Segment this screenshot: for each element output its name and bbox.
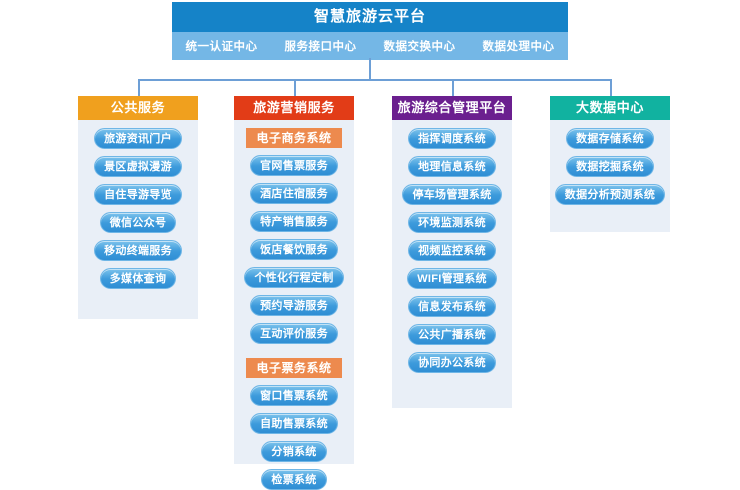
column-header-3[interactable]: 旅游综合管理平台 [392, 96, 512, 120]
connector-drop-col1 [138, 79, 140, 97]
module-pill[interactable]: 视频监控系统 [408, 240, 496, 261]
module-pill[interactable]: 预约导游服务 [250, 295, 338, 316]
group-header[interactable]: 电子票务系统 [246, 358, 342, 378]
architecture-diagram: 智慧旅游云平台 统一认证中心 服务接口中心 数据交换中心 数据处理中心 公共服务… [78, 2, 670, 490]
group-header[interactable]: 电子商务系统 [246, 128, 342, 148]
module-pill[interactable]: 多媒体查询 [99, 268, 177, 289]
subbar-item-0[interactable]: 统一认证中心 [185, 41, 258, 53]
module-pill[interactable]: 窗口售票系统 [250, 385, 338, 406]
column-body-4: 数据存储系统数据挖掘系统数据分析预测系统 [550, 120, 670, 232]
module-pill[interactable]: 检票系统 [261, 469, 327, 490]
platform-header: 智慧旅游云平台 统一认证中心 服务接口中心 数据交换中心 数据处理中心 [172, 2, 568, 60]
connector-drop-col3 [452, 79, 454, 97]
column-body-1: 旅游资讯门户景区虚拟漫游自住导游导览微信公众号移动终端服务多媒体查询 [78, 120, 198, 319]
module-pill[interactable]: 酒店住宿服务 [250, 183, 338, 204]
connector-horizontal-bus [138, 79, 612, 81]
column-3: 旅游综合管理平台指挥调度系统地理信息系统停车场管理系统环境监测系统视频监控系统 W… [392, 96, 512, 408]
platform-subbar: 统一认证中心 服务接口中心 数据交换中心 数据处理中心 [172, 32, 568, 60]
column-header-1[interactable]: 公共服务 [78, 96, 198, 120]
module-pill[interactable]: 自助售票系统 [250, 413, 338, 434]
module-pill[interactable]: 分销系统 [261, 441, 327, 462]
subbar-item-1[interactable]: 服务接口中心 [284, 41, 357, 53]
module-pill[interactable]: 数据存储系统 [566, 128, 654, 149]
connector-drop-col2 [294, 79, 296, 97]
column-body-3: 指挥调度系统地理信息系统停车场管理系统环境监测系统视频监控系统 WIFI管理系统信… [392, 120, 512, 408]
module-pill[interactable]: 指挥调度系统 [408, 128, 496, 149]
connector-trunk-vertical [369, 58, 371, 80]
connector-drop-col4 [610, 79, 612, 97]
module-pill[interactable]: 互动评价服务 [250, 323, 338, 344]
module-pill[interactable]: 信息发布系统 [408, 296, 496, 317]
module-pill[interactable]: 自住导游导览 [94, 184, 182, 205]
subbar-item-2[interactable]: 数据交换中心 [383, 41, 456, 53]
module-pill[interactable]: 地理信息系统 [408, 156, 496, 177]
module-pill[interactable]: 个性化行程定制 [244, 267, 344, 288]
column-2: 旅游营销服务电子商务系统官网售票服务酒店住宿服务特产销售服务饭店餐饮服务个性化行… [234, 96, 354, 490]
module-pill[interactable]: 协同办公系统 [408, 352, 496, 373]
module-pill[interactable]: 饭店餐饮服务 [250, 239, 338, 260]
platform-title: 智慧旅游云平台 [172, 2, 568, 32]
column-4: 大数据中心数据存储系统数据挖掘系统数据分析预测系统 [550, 96, 670, 232]
module-pill[interactable]: 官网售票服务 [250, 155, 338, 176]
column-body-2: 电子商务系统官网售票服务酒店住宿服务特产销售服务饭店餐饮服务个性化行程定制预约导… [234, 120, 354, 490]
module-pill[interactable]: 景区虚拟漫游 [94, 156, 182, 177]
column-header-4[interactable]: 大数据中心 [550, 96, 670, 120]
module-pill[interactable]: 数据挖掘系统 [566, 156, 654, 177]
module-pill[interactable]: 数据分析预测系统 [554, 184, 666, 205]
module-pill[interactable]: 旅游资讯门户 [94, 128, 182, 149]
column-header-2[interactable]: 旅游营销服务 [234, 96, 354, 120]
module-pill[interactable]: 特产销售服务 [250, 211, 338, 232]
module-pill[interactable]: 停车场管理系统 [402, 184, 502, 205]
module-pill[interactable]: WIFI管理系统 [407, 268, 497, 289]
module-pill[interactable]: 公共广播系统 [408, 324, 496, 345]
module-pill[interactable]: 微信公众号 [99, 212, 177, 233]
column-1: 公共服务旅游资讯门户景区虚拟漫游自住导游导览微信公众号移动终端服务多媒体查询 [78, 96, 198, 319]
module-pill[interactable]: 移动终端服务 [94, 240, 182, 261]
module-pill[interactable]: 环境监测系统 [408, 212, 496, 233]
subbar-item-3[interactable]: 数据处理中心 [482, 41, 555, 53]
